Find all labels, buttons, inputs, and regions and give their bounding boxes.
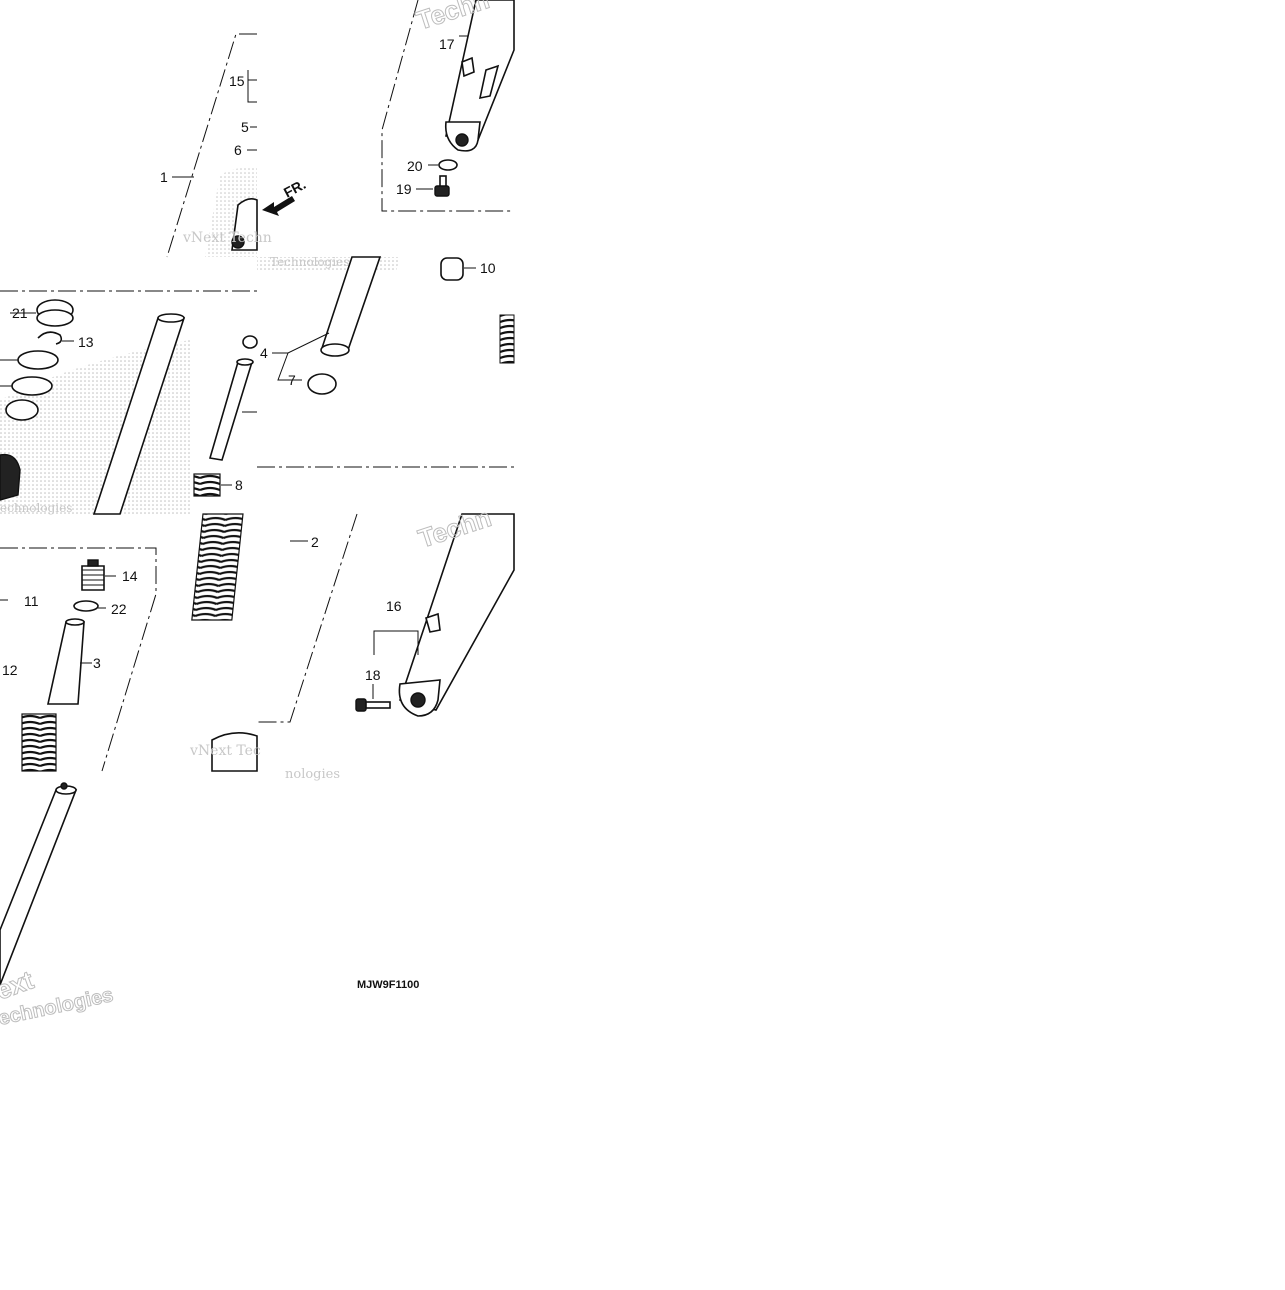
fork-cap-bolt	[231, 235, 245, 249]
phantom-line-tile-b	[381, 0, 514, 212]
callout-21: 21	[12, 305, 28, 321]
slider-caliper-mount	[425, 612, 441, 633]
callout-14: 14	[122, 568, 138, 584]
damper-rod	[208, 361, 254, 461]
fork-damper-tube	[0, 789, 78, 986]
fork-valve-ribs	[82, 569, 104, 586]
fork-spring-main	[191, 513, 244, 621]
diagram-code: MJW9F1100	[357, 979, 419, 991]
oil-seal	[17, 350, 59, 370]
front-direction-label: FR.	[281, 176, 308, 201]
fork-spacer	[440, 257, 464, 281]
fork-tube-bushing	[307, 373, 337, 395]
phantom-line-tile-a	[166, 33, 257, 258]
tile-center	[257, 256, 515, 468]
fork-spring-lower	[21, 713, 57, 772]
callout-13: 13	[78, 334, 94, 350]
watermark: vNext Techn	[182, 230, 272, 246]
lead-7-bracket	[277, 352, 302, 381]
callout-16: 16	[386, 598, 402, 614]
fork-spring-partial	[499, 314, 515, 364]
dust-seal-base	[36, 309, 74, 327]
callout-8: 8	[235, 477, 243, 493]
lead-16-bracket	[373, 630, 419, 655]
fork-valve-top	[87, 559, 99, 567]
o-ring	[73, 600, 99, 612]
callout-1: 1	[160, 169, 168, 185]
callout-17: 17	[439, 36, 455, 52]
callout-20: 20	[407, 158, 423, 174]
stopper-ring	[37, 331, 63, 345]
damper-tube-nut	[60, 782, 68, 790]
callout-19: 19	[396, 181, 412, 197]
slider-bracket	[461, 56, 475, 78]
phantom-line-tile-f	[257, 513, 358, 723]
callout-7: 7	[288, 372, 296, 388]
axle-pinch-bolt-head	[355, 698, 367, 712]
tile-middle-left	[0, 290, 258, 515]
tile-lower-middle	[191, 513, 515, 723]
callout-22: 22	[111, 601, 127, 617]
tile-top-left	[166, 33, 295, 258]
fork-tube-bottom	[211, 732, 258, 772]
socket-bolt-head	[434, 185, 450, 197]
callout-6: 6	[234, 142, 242, 158]
callout-15: 15	[229, 73, 245, 89]
callout-12: 12	[2, 662, 18, 678]
callouts: 1 2 3 4 5 6 7 8 10 11 12 13 14 15 16 17 …	[2, 36, 496, 683]
tile-lower-left	[0, 547, 157, 772]
fork-tube-end	[320, 343, 350, 357]
callout-3: 3	[93, 655, 101, 671]
tile-bottom-middle	[211, 732, 258, 772]
rebound-spring	[193, 473, 221, 497]
watermark: echnologies	[0, 501, 72, 515]
fork-slider-lower	[398, 513, 515, 711]
callout-11: 11	[24, 593, 39, 609]
spring-collar-top	[65, 618, 85, 626]
axle-bore	[410, 692, 426, 708]
phantom-line-tile-e	[0, 547, 157, 772]
tile-bottom-left	[0, 782, 78, 986]
fork-inner-tube-top	[157, 313, 185, 323]
back-up-ring	[11, 376, 53, 396]
callout-2: 2	[311, 534, 319, 550]
watermark-layer: Techn vNext Techn Technologies Techn ech…	[0, 0, 495, 1030]
watermark: Technologies	[270, 255, 349, 269]
lead-15	[247, 70, 257, 103]
damper-rod-top	[236, 358, 254, 366]
callout-4: 4	[260, 345, 268, 361]
watermark: nologies	[285, 767, 340, 782]
slider-bore	[455, 133, 469, 147]
slider-bushing	[5, 399, 39, 421]
tile-top-middle	[381, 0, 515, 212]
callout-18: 18	[365, 667, 381, 683]
callout-10: 10	[480, 260, 496, 276]
axle-pinch-bolt-shank	[365, 701, 391, 709]
watermark: vNext Tec	[189, 743, 261, 759]
spring-collar	[47, 621, 85, 705]
callout-5: 5	[241, 119, 249, 135]
fork-cap-assembly	[0, 453, 21, 501]
slider-fin	[478, 64, 500, 100]
front-arrow-icon	[262, 196, 295, 216]
sealing-washer	[438, 159, 458, 171]
damper-ring	[242, 335, 258, 349]
